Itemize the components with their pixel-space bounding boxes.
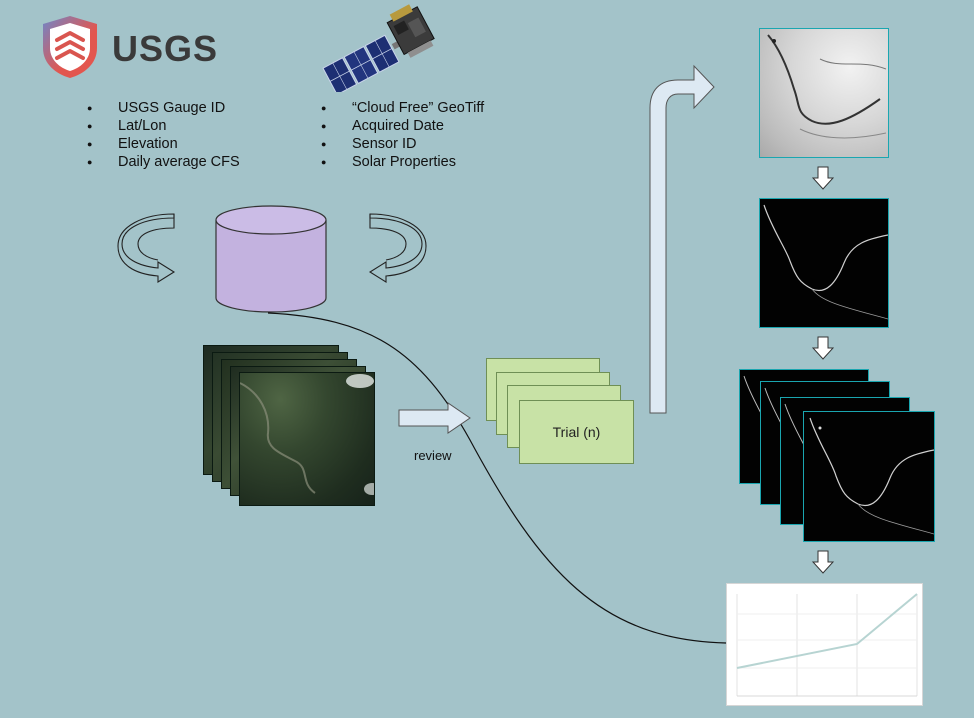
- list-item: Solar Properties: [321, 153, 484, 171]
- database-icon: [215, 205, 327, 313]
- list-item: Lat/Lon: [87, 117, 240, 135]
- line-chart: [726, 583, 923, 706]
- list-item: “Cloud Free” GeoTiff: [321, 99, 484, 117]
- trial-card-label: Trial (n): [519, 400, 634, 464]
- list-item: Acquired Date: [321, 117, 484, 135]
- logo-text: USGS: [112, 28, 219, 69]
- down-arrow-icon: [812, 166, 834, 190]
- grayscale-image: [759, 28, 889, 158]
- mask-stack-image: [803, 411, 935, 542]
- list-item: USGS Gauge ID: [87, 99, 240, 117]
- review-label: review: [414, 448, 452, 463]
- usgs-shield-icon: [43, 16, 97, 78]
- list-item: Sensor ID: [321, 135, 484, 153]
- image-attributes-list: “Cloud Free” GeoTiff Acquired Date Senso…: [321, 99, 484, 171]
- sync-arrow-left-icon: [117, 213, 176, 283]
- gauge-attributes-list: USGS Gauge ID Lat/Lon Elevation Daily av…: [87, 99, 240, 171]
- list-item: Daily average CFS: [87, 153, 240, 171]
- sync-arrow-right-icon: [368, 213, 427, 283]
- bent-arrow-icon: [649, 64, 715, 414]
- review-arrow-icon: [398, 402, 471, 434]
- satellite-image-tile: [239, 372, 375, 506]
- satellite-icon: [322, 4, 435, 92]
- down-arrow-icon: [812, 550, 834, 574]
- down-arrow-icon: [812, 336, 834, 360]
- water-mask-image: [759, 198, 889, 328]
- list-item: Elevation: [87, 135, 240, 153]
